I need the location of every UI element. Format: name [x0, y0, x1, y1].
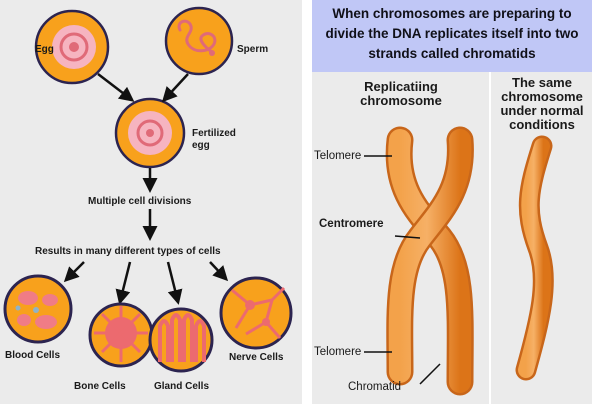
gland-cells	[148, 307, 214, 373]
normal-heading: The same chromosome under normal conditi…	[500, 75, 584, 132]
egg-cell	[34, 9, 110, 85]
telomere-bottom-label: Telomere	[314, 346, 362, 358]
sperm-cell	[164, 6, 234, 76]
banner-text: When chromosomes are preparing to divide…	[325, 6, 579, 61]
step-results-label: Results in many different types of cells	[35, 246, 221, 257]
sperm-label: Sperm	[237, 44, 269, 55]
fertilized-egg-cell	[114, 97, 186, 169]
nerve-cells-label: Nerve Cells	[229, 352, 284, 363]
bone-cells-label: Bone Cells	[74, 381, 126, 392]
label-pointers	[364, 155, 441, 385]
step-divisions-label: Multiple cell divisions	[88, 196, 192, 207]
blood-cells	[3, 274, 73, 344]
nerve-cells	[219, 276, 293, 350]
dna-replication-banner	[312, 0, 592, 72]
normal-chromosome	[515, 135, 554, 381]
gland-cells-label: Gland Cells	[154, 381, 210, 392]
bone-cells	[88, 302, 154, 368]
flow-arrows	[63, 73, 229, 305]
blood-cells-label: Blood Cells	[5, 350, 61, 361]
centromere-label: Centromere	[319, 218, 384, 230]
panel-divider	[489, 72, 491, 404]
replicating-chromosome	[385, 126, 474, 396]
fertilized-egg-label: Fertilized egg	[192, 128, 236, 151]
replicating-heading: Replicatiing chromosome	[360, 79, 442, 108]
telomere-top-label: Telomere	[314, 150, 362, 162]
egg-label: Egg	[35, 44, 54, 55]
chromatid-label: Chromatid	[348, 381, 402, 393]
